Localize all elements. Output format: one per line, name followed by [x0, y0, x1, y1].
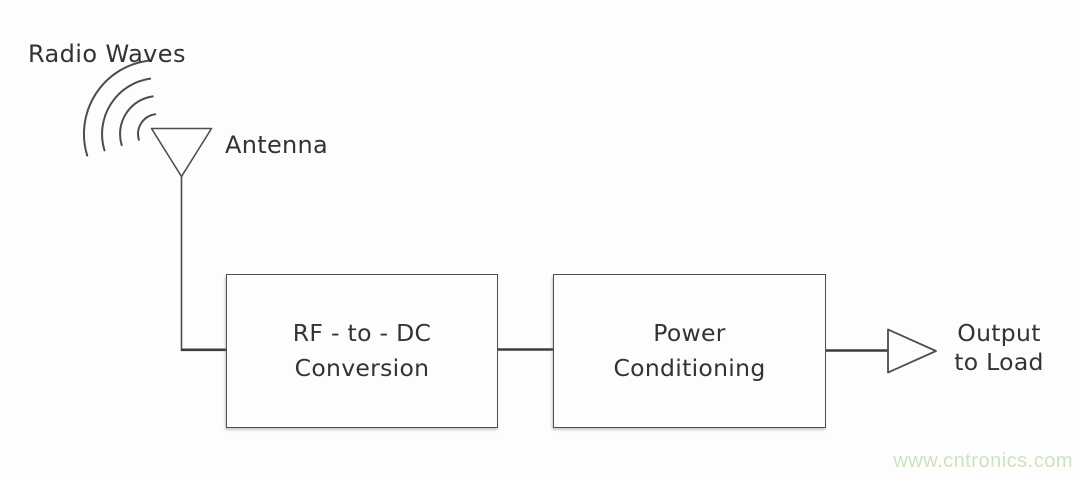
antenna-label: Antenna [225, 131, 329, 159]
output-to-load-label: Output to Load [936, 319, 1062, 377]
block-power-conditioning: Power Conditioning [553, 274, 826, 428]
output-label-line1: Output [957, 319, 1041, 347]
block-rf-label-line2: Conversion [294, 354, 430, 382]
output-label-line2: to Load [954, 348, 1044, 376]
watermark-text: www.cntronics.com [893, 450, 1073, 472]
block-power-label-line1: Power [653, 319, 726, 347]
block-power-label-line2: Conditioning [613, 354, 766, 382]
radio-waves-label: Radio Waves [28, 40, 186, 68]
block-rf-to-dc-conversion: RF - to - DC Conversion [226, 274, 498, 428]
output-arrow-icon [887, 328, 937, 374]
antenna-icon [150, 127, 213, 178]
block-rf-label-line1: RF - to - DC [292, 319, 432, 347]
radio-waves-icon [82, 59, 157, 157]
